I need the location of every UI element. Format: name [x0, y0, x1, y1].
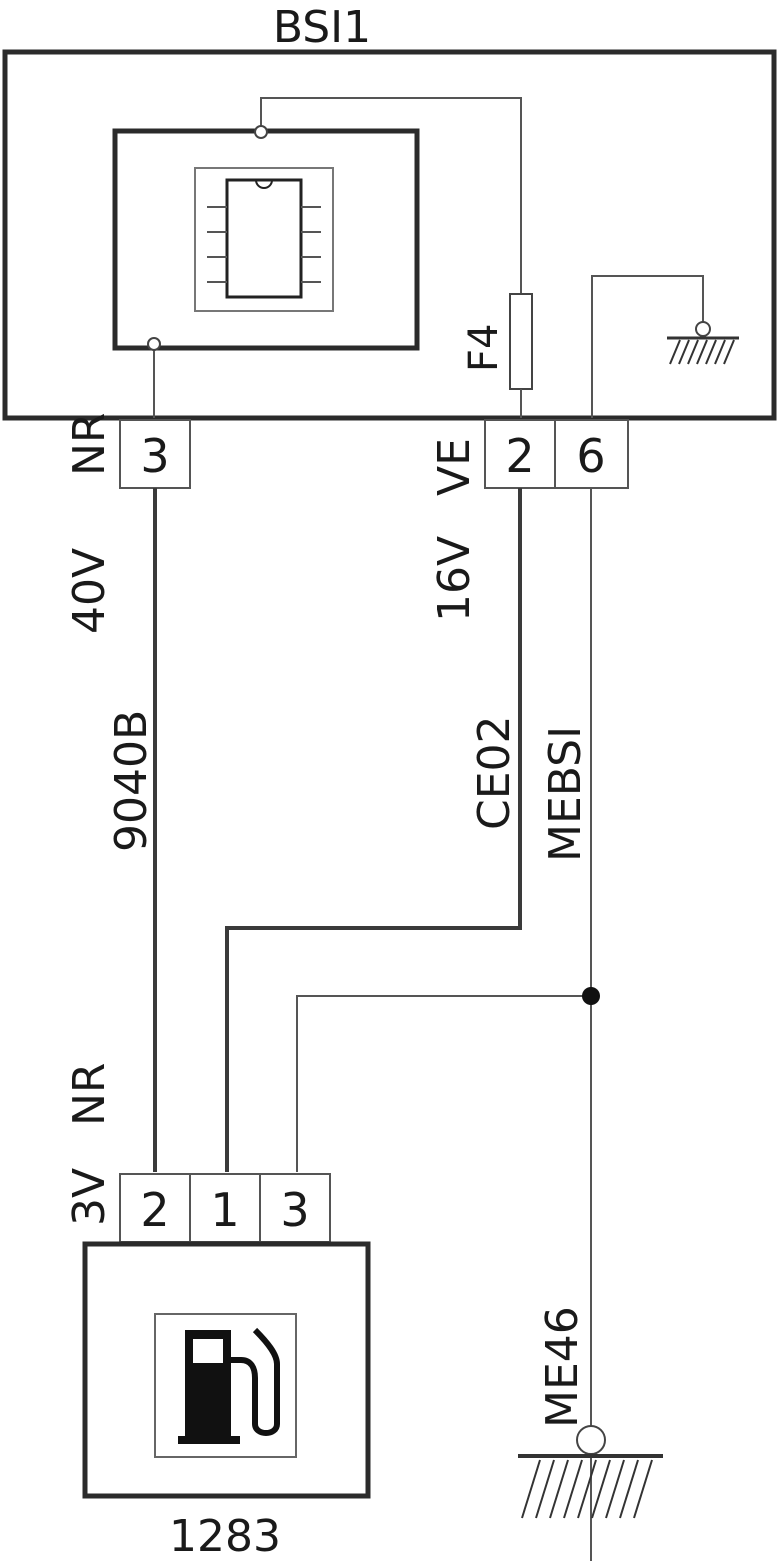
ground-node	[576, 1425, 606, 1455]
internal-ground-hatch	[669, 339, 735, 365]
wire-label: 9040B	[106, 710, 157, 852]
chip-frame	[194, 167, 334, 312]
wire-label: CE02	[469, 715, 520, 830]
component-box	[82, 1241, 371, 1499]
internal-ground-wire	[591, 275, 704, 418]
connector-pin-number: 1	[210, 1183, 239, 1237]
junction-dot	[254, 125, 268, 139]
connector-pin-cell	[189, 1173, 261, 1243]
connector-pin-cell	[259, 1173, 331, 1243]
ground-hatch	[521, 1459, 653, 1519]
connector-color-label: VE	[429, 438, 480, 496]
module-bsi-label: BSI1	[273, 2, 371, 53]
ground-label: ME46	[537, 1306, 588, 1428]
bsi-module-box	[2, 49, 777, 421]
fuel-pump-icon	[178, 1327, 280, 1444]
connector-pin-number: 2	[505, 429, 534, 483]
connector-color-label: NR	[64, 413, 115, 477]
connector-pin-cell	[119, 419, 191, 489]
connector-pin-number: 2	[140, 1183, 169, 1237]
connector-pin-number: 3	[140, 429, 169, 483]
internal-wire-fuse	[260, 97, 522, 294]
connector-voies-label: 16V	[429, 536, 480, 622]
connector-pin-number: 6	[576, 429, 605, 483]
connector-pin-number: 3	[280, 1183, 309, 1237]
connector-pin-cell	[554, 419, 629, 489]
wire-ce02	[225, 488, 522, 1172]
wire-mebsi-branch	[296, 995, 591, 1172]
component-label: 1283	[169, 1511, 281, 1561]
component-icon-frame	[154, 1313, 297, 1458]
splice-dot	[582, 987, 600, 1005]
bsi-inner-box	[112, 128, 420, 351]
fuse-symbol	[509, 293, 533, 390]
chip-icon	[207, 178, 321, 299]
fuse-label: F4	[461, 324, 507, 372]
internal-ground-node	[695, 321, 711, 337]
connector-voies-label: 3V	[64, 1168, 115, 1226]
connector-color-label: NR	[64, 1063, 115, 1127]
wire-label: MEBSI	[540, 726, 591, 862]
junction-dot	[147, 337, 161, 351]
connector-voies-label: 40V	[64, 548, 115, 634]
